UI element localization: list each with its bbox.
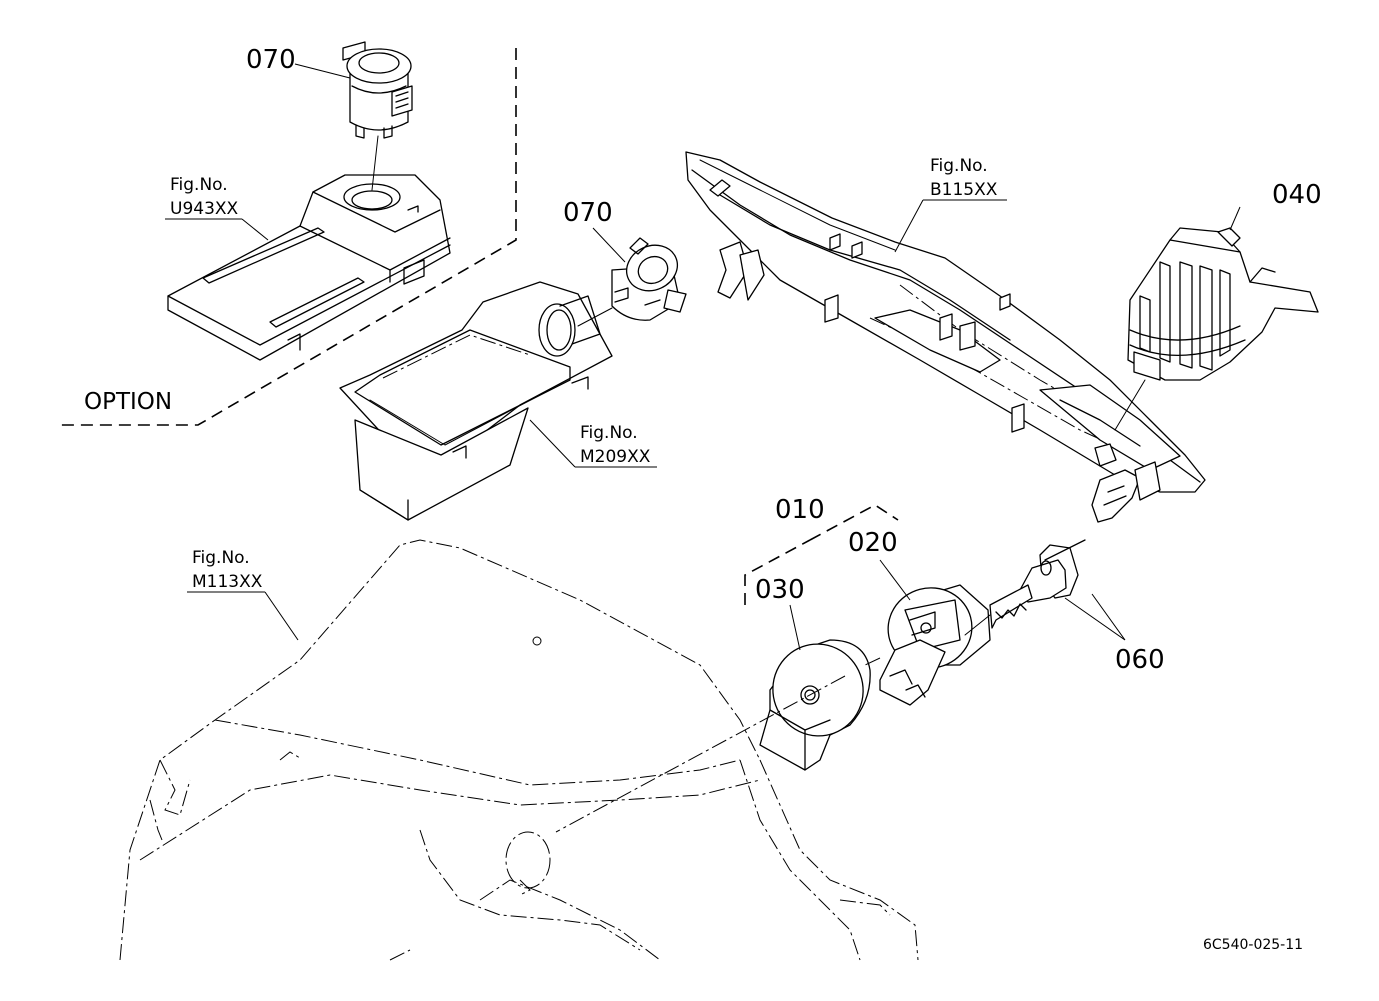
storage-box bbox=[339, 281, 613, 521]
fig-ref-m113-label: Fig.No. bbox=[192, 548, 250, 568]
dash-panel bbox=[685, 151, 1206, 523]
figure-references: Fig.No. U943XX Fig.No. B115XX Fig.No. M2… bbox=[170, 156, 998, 592]
fig-ref-b115-code: B115XX bbox=[930, 180, 998, 200]
assembly-bracket-010 bbox=[744, 504, 899, 605]
socket-070-box bbox=[577, 237, 687, 327]
lock-cylinder-020 bbox=[879, 584, 991, 706]
part-number-060: 060 bbox=[1115, 645, 1165, 675]
fig-ref-u943-label: Fig.No. bbox=[170, 175, 228, 195]
part-labels: 070 070 040 010 020 030 060 bbox=[246, 45, 1322, 675]
part-number-040: 040 bbox=[1272, 180, 1322, 210]
switch-040 bbox=[1114, 227, 1319, 431]
part-number-010: 010 bbox=[775, 495, 825, 525]
fig-ref-m113-code: M113XX bbox=[192, 572, 263, 592]
part-number-070-option: 070 bbox=[246, 45, 296, 75]
hood-cowl bbox=[119, 539, 919, 961]
part-number-030: 030 bbox=[755, 575, 805, 605]
option-boundary bbox=[58, 48, 517, 426]
part-number-020: 020 bbox=[848, 528, 898, 558]
part-number-070-box: 070 bbox=[563, 198, 613, 228]
socket-070-option bbox=[342, 41, 413, 191]
leader-lines bbox=[165, 63, 1241, 833]
option-label: OPTION bbox=[84, 389, 172, 415]
fig-ref-b115-label: Fig.No. bbox=[930, 156, 988, 176]
fig-ref-u943-code: U943XX bbox=[170, 199, 239, 219]
housing-030 bbox=[759, 639, 871, 771]
drawing-code: 6C540-025-11 bbox=[1203, 937, 1303, 953]
option-tray-outline bbox=[167, 174, 451, 361]
keys-060 bbox=[964, 539, 1086, 636]
fig-ref-m209-label: Fig.No. bbox=[580, 423, 638, 443]
fig-ref-m209-code: M209XX bbox=[580, 447, 651, 467]
